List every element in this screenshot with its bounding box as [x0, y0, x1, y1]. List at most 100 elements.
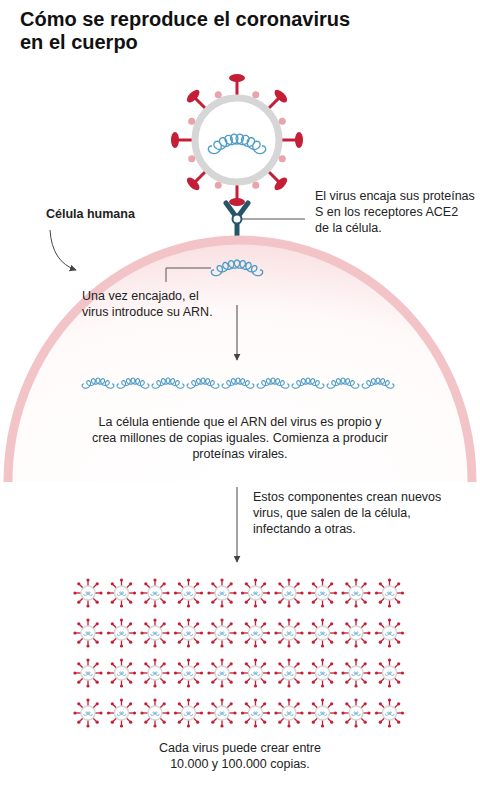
rna-strand	[151, 712, 160, 716]
rna-strand	[318, 632, 327, 636]
virus	[207, 698, 236, 727]
virus	[207, 578, 236, 607]
rna-strand	[251, 632, 260, 636]
rna-strand	[352, 592, 361, 596]
rna-strand	[117, 592, 126, 596]
rna-strand	[151, 632, 160, 636]
rna-strand	[318, 712, 327, 716]
virus	[107, 618, 136, 647]
note-text: Estos componentes crean nuevos virus, qu…	[253, 489, 453, 537]
rna-strand	[318, 592, 327, 596]
virus	[140, 618, 169, 647]
rna-strand	[385, 592, 394, 596]
virus	[174, 618, 203, 647]
rna-strand	[152, 378, 184, 388]
virus	[174, 578, 203, 607]
virus	[308, 578, 337, 607]
rna-strand	[285, 632, 294, 636]
step-text: Una vez encajado, el virus introduce su …	[82, 288, 217, 320]
virus	[107, 698, 136, 727]
pointer-arrow	[50, 230, 76, 270]
rna-strand	[184, 712, 193, 716]
virus	[140, 578, 169, 607]
rna-strand	[211, 260, 262, 276]
virus	[274, 698, 303, 727]
virus	[174, 658, 203, 687]
leader-line	[166, 268, 211, 282]
virus	[241, 698, 270, 727]
rna-strand	[218, 592, 227, 596]
virus	[207, 618, 236, 647]
rna-strand	[84, 592, 93, 596]
rna-strand	[151, 672, 160, 676]
rna-strand	[251, 712, 260, 716]
virus	[375, 618, 404, 647]
rna-strand	[292, 378, 324, 388]
virus	[308, 698, 337, 727]
rna-strand	[285, 672, 294, 676]
virus	[207, 658, 236, 687]
virus	[241, 578, 270, 607]
rna-strand	[327, 378, 359, 388]
virus	[73, 618, 102, 647]
rna-strand	[117, 712, 126, 716]
rna-strand	[352, 672, 361, 676]
caption: Cada virus puede crear entre 10.000 y 10…	[140, 740, 340, 772]
rna-strand	[385, 632, 394, 636]
virus	[241, 618, 270, 647]
cell-region: Una vez encajado, el virus introduce su …	[0, 230, 480, 482]
rna-strand	[285, 592, 294, 596]
rna-strand	[251, 672, 260, 676]
rna-strand	[184, 592, 193, 596]
virus	[274, 658, 303, 687]
leader-line	[241, 219, 305, 220]
virus	[375, 658, 404, 687]
rna-strand	[84, 632, 93, 636]
virus	[341, 698, 370, 727]
rna-strand	[318, 672, 327, 676]
rna-strand	[257, 378, 289, 388]
rna-strand	[187, 378, 219, 388]
virus	[308, 658, 337, 687]
virus	[274, 578, 303, 607]
virus	[107, 578, 136, 607]
virus	[375, 698, 404, 727]
flow-arrow	[237, 305, 238, 360]
virus	[140, 698, 169, 727]
virus	[375, 578, 404, 607]
rna-strand	[117, 632, 126, 636]
rna-strand	[218, 712, 227, 716]
part-label: Célula humana	[46, 206, 156, 222]
step-text: La célula entiende que el ARN del virus …	[85, 414, 395, 462]
virus	[73, 658, 102, 687]
note-text: El virus encaja sus proteínas S en los r…	[315, 188, 475, 236]
rna-strand	[352, 712, 361, 716]
rna-strand	[84, 672, 93, 676]
rna-strand	[385, 672, 394, 676]
rna-strand	[218, 632, 227, 636]
title: Cómo se reproduce el coronavirus en el c…	[20, 8, 370, 54]
rna-strand	[251, 592, 260, 596]
rna-strand	[184, 672, 193, 676]
virus	[341, 578, 370, 607]
virus	[274, 618, 303, 647]
virus	[341, 618, 370, 647]
rna-strand	[285, 712, 294, 716]
rna-strand	[352, 632, 361, 636]
ace2-receptor	[226, 203, 248, 240]
rna-strand	[151, 592, 160, 596]
rna-strand	[208, 134, 265, 153]
virus	[140, 658, 169, 687]
virus	[107, 658, 136, 687]
rna-strand	[84, 712, 93, 716]
virus	[308, 618, 337, 647]
rna-strand	[218, 672, 227, 676]
virus	[73, 578, 102, 607]
rna-strand	[117, 378, 149, 388]
virus	[341, 658, 370, 687]
rna-strand	[385, 712, 394, 716]
rna-strand	[362, 378, 394, 388]
rna-strand	[82, 378, 114, 388]
virus	[241, 658, 270, 687]
rna-strand	[222, 378, 254, 388]
